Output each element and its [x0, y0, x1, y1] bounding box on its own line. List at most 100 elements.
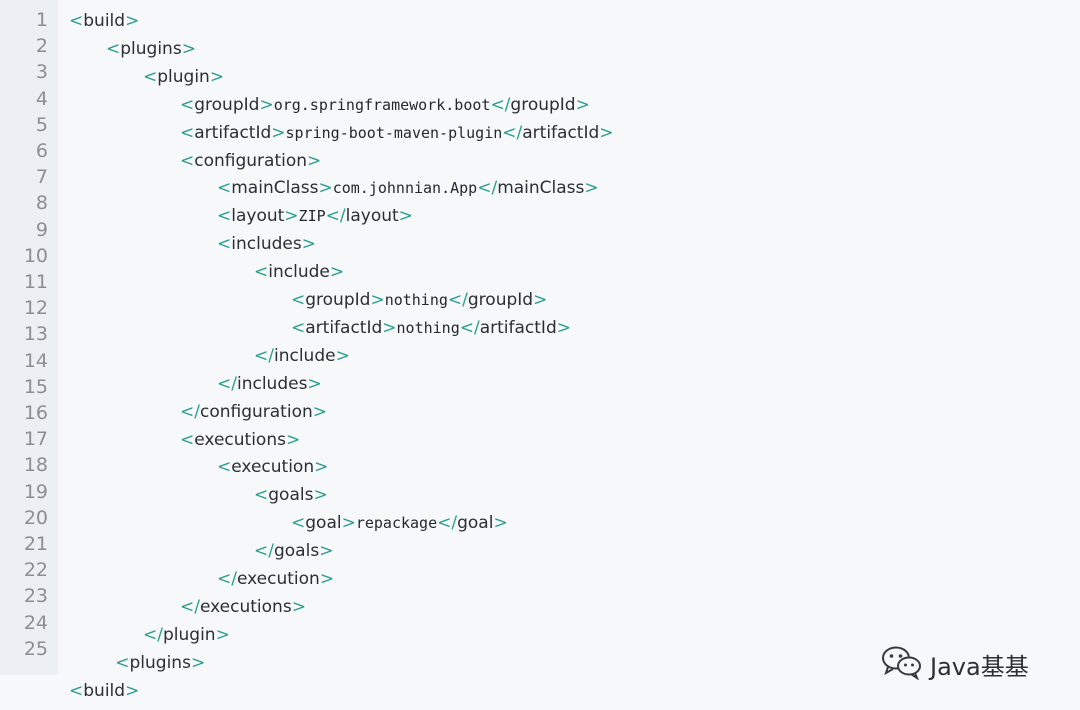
angle-bracket: </ — [459, 317, 480, 338]
code-line: <execution> — [217, 453, 328, 481]
code-line: <mainClass>com.johnnian.App</mainClass> — [217, 174, 599, 202]
angle-bracket: < — [217, 206, 232, 227]
angle-bracket: < — [291, 290, 306, 310]
angle-bracket: > — [312, 401, 328, 422]
angle-bracket: < — [254, 485, 269, 506]
close-tag-name: groupId — [467, 290, 534, 310]
angle-bracket: > — [307, 373, 322, 394]
angle-bracket: < — [217, 457, 232, 478]
line-number: 10 — [23, 244, 48, 267]
element-value: nothing — [384, 291, 448, 309]
angle-bracket: > — [382, 317, 397, 338]
angle-bracket: > — [181, 38, 196, 59]
code-line: <plugins> — [115, 649, 205, 677]
angle-bracket: < — [69, 680, 84, 701]
close-tag-name: goal — [457, 513, 494, 534]
angle-bracket: > — [307, 150, 322, 171]
angle-bracket: > — [285, 429, 301, 450]
open-tag-name: plugins — [129, 652, 191, 673]
angle-bracket: < — [291, 513, 306, 534]
angle-bracket: > — [215, 624, 230, 645]
angle-bracket: > — [599, 122, 614, 143]
code-line: <include> — [254, 258, 344, 286]
close-tag-name: groupId — [510, 94, 576, 115]
angle-bracket: </ — [143, 624, 163, 645]
line-number: 9 — [35, 218, 48, 241]
angle-bracket: > — [575, 94, 590, 115]
line-number: 4 — [35, 87, 48, 110]
open-tag-name: artifactId — [305, 317, 383, 338]
angle-bracket: > — [259, 94, 274, 115]
element-value: com.johnnian.App — [332, 179, 478, 198]
angle-bracket: > — [584, 178, 599, 199]
angle-bracket: > — [329, 262, 345, 283]
angle-bracket: > — [190, 652, 206, 673]
open-tag-name: configuration — [194, 150, 308, 171]
code-line: <build> — [69, 7, 139, 35]
code-line: </include> — [254, 342, 350, 370]
line-number: 18 — [23, 454, 48, 477]
angle-bracket: < — [143, 66, 158, 87]
line-number: 15 — [23, 375, 48, 398]
line-number: 23 — [23, 585, 48, 608]
angle-bracket: > — [209, 66, 225, 87]
element-value: ZIP — [298, 207, 326, 226]
close-tag-name: artifactId — [522, 122, 600, 143]
code-line: <layout>ZIP</layout> — [217, 202, 413, 230]
element-value: nothing — [396, 318, 460, 337]
angle-bracket: > — [493, 513, 508, 534]
angle-bracket: </ — [254, 345, 274, 366]
angle-bracket: < — [180, 150, 195, 171]
open-tag-name: executions — [194, 429, 286, 450]
angle-bracket: </ — [490, 94, 511, 115]
angle-bracket: < — [106, 38, 121, 59]
angle-bracket: < — [180, 429, 195, 450]
code-line: <artifactId>spring-boot-maven-plugin</ar… — [180, 119, 614, 147]
close-tag-name: artifactId — [479, 317, 557, 338]
element-value: repackage — [355, 514, 438, 533]
code-line: <groupId>org.springframework.boot</group… — [180, 91, 590, 119]
close-tag-name: execution — [236, 569, 320, 589]
open-tag-name: layout — [231, 206, 285, 227]
line-number: 12 — [23, 297, 48, 320]
angle-bracket: > — [319, 569, 335, 589]
open-tag-name: goal — [305, 513, 342, 534]
angle-bracket: < — [115, 652, 130, 673]
open-tag-name: execution — [231, 457, 315, 478]
code-line: </includes> — [217, 370, 322, 398]
code-line: <executions> — [180, 426, 300, 454]
open-tag-name: build — [83, 11, 126, 31]
watermark: Java基基 — [880, 644, 1029, 684]
close-tag-name: mainClass — [497, 178, 585, 199]
angle-bracket: </ — [217, 373, 237, 394]
angle-bracket: < — [217, 178, 232, 199]
line-number: 7 — [35, 166, 48, 189]
close-tag-name: include — [273, 345, 336, 366]
line-number: 21 — [23, 533, 48, 555]
angle-bracket: < — [291, 317, 306, 338]
angle-bracket: </ — [477, 178, 498, 199]
angle-bracket: > — [125, 11, 140, 31]
angle-bracket: </ — [447, 290, 468, 310]
angle-bracket: > — [314, 457, 329, 478]
angle-bracket: > — [125, 680, 140, 701]
angle-bracket: < — [254, 262, 269, 283]
angle-bracket: > — [291, 596, 306, 617]
line-number: 5 — [35, 113, 48, 136]
angle-bracket: < — [69, 11, 84, 31]
code-line: <configuration> — [180, 147, 321, 175]
close-tag-name: includes — [236, 373, 308, 394]
open-tag-name: groupId — [305, 290, 371, 310]
angle-bracket: > — [335, 345, 350, 366]
close-tag-name: goals — [273, 541, 320, 562]
angle-bracket: > — [341, 513, 356, 534]
angle-bracket: > — [284, 206, 299, 227]
angle-bracket: > — [301, 234, 316, 255]
line-number: 2 — [35, 35, 48, 58]
angle-bracket: > — [533, 290, 548, 310]
close-tag-name: layout — [345, 206, 399, 227]
line-number: 6 — [35, 140, 48, 162]
code-line: <goals> — [254, 481, 328, 509]
